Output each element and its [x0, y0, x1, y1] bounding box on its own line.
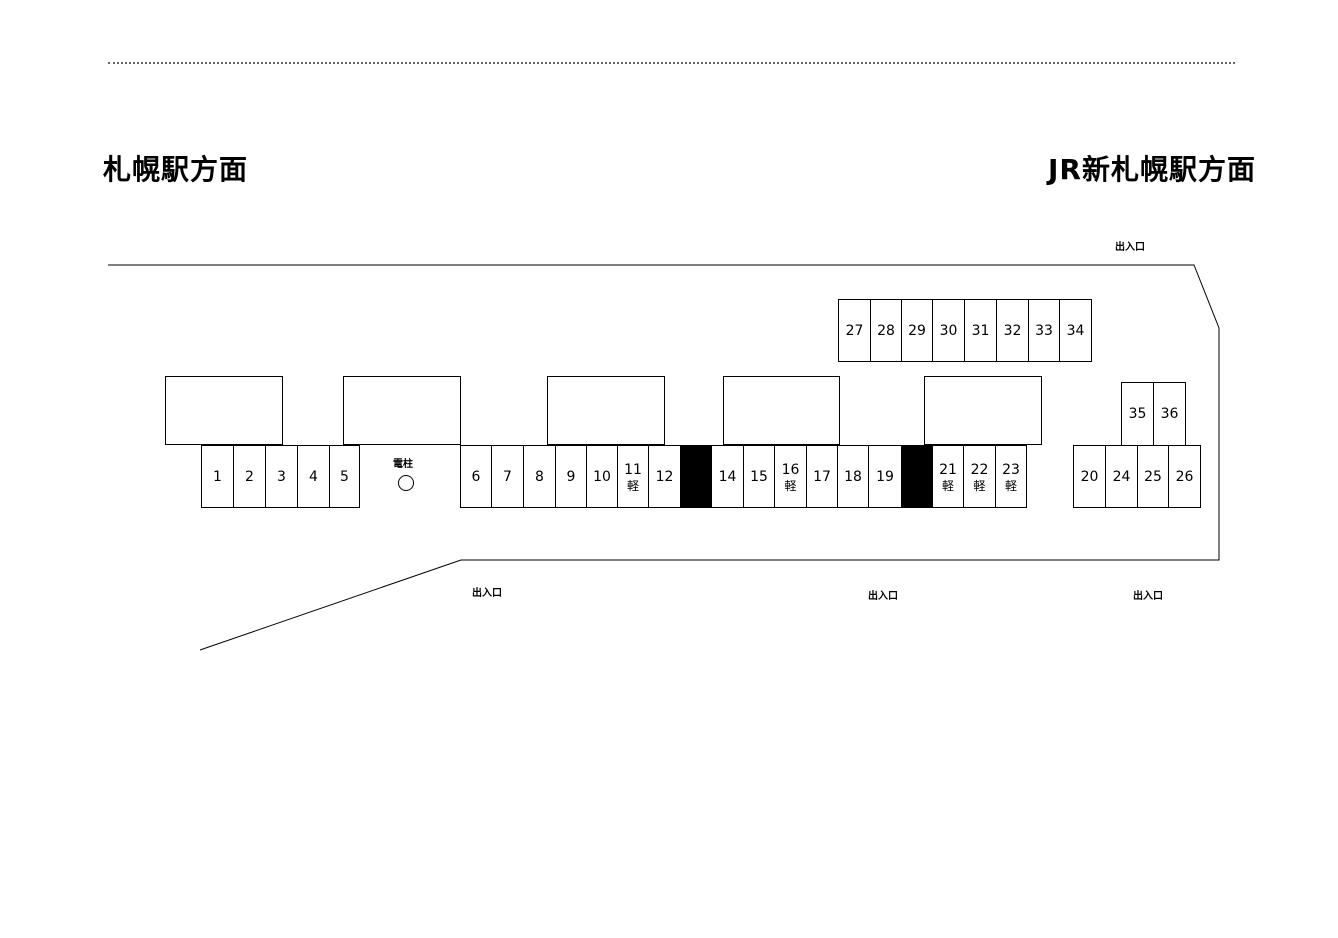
entrance-label-bottom-left: 出入口	[472, 588, 502, 599]
utility-pole-icon	[398, 475, 414, 491]
utility-pole-label: 電柱	[393, 459, 413, 470]
stall-kei-note: 軽	[626, 478, 639, 493]
blocked-stall	[680, 445, 712, 508]
stall-number: 24	[1112, 468, 1131, 485]
parking-stall: 36	[1153, 382, 1186, 446]
stall-number: 26	[1175, 468, 1194, 485]
stall-number: 23	[1002, 461, 1020, 478]
stall-number: 4	[309, 468, 318, 485]
heading-shin-sapporo-direction: JR新札幌駅方面	[1048, 153, 1256, 186]
stall-number: 1	[213, 468, 222, 485]
parking-stall: 34	[1059, 299, 1092, 362]
stall-kei-note: 軽	[784, 478, 797, 493]
parking-stall: 10	[586, 445, 618, 508]
building-3	[547, 376, 665, 445]
blocked-stall	[901, 445, 933, 508]
stall-number: 32	[1003, 322, 1022, 339]
stall-number: 19	[876, 468, 894, 485]
stall-number: 29	[908, 322, 926, 339]
parking-stall: 24	[1105, 445, 1138, 508]
heading-sapporo-direction: 札幌駅方面	[103, 153, 249, 186]
stall-number: 21	[939, 461, 957, 478]
parking-stall: 2	[233, 445, 266, 508]
parking-stall: 32	[996, 299, 1029, 362]
stall-number: 31	[971, 322, 990, 339]
stall-number: 6	[471, 468, 481, 485]
building-4	[723, 376, 840, 445]
parking-stall: 19	[868, 445, 902, 508]
stall-number: 33	[1035, 322, 1053, 339]
stall-number: 2	[245, 468, 254, 485]
stall-number: 30	[939, 322, 958, 339]
building-5	[924, 376, 1042, 445]
parking-stall: 17	[806, 445, 838, 508]
stall-kei-note: 軽	[973, 478, 986, 493]
stall-number: 28	[877, 322, 895, 339]
parking-stall: 15	[743, 445, 775, 508]
entrance-label-top-right: 出入口	[1115, 242, 1145, 253]
stall-number: 20	[1080, 468, 1099, 485]
top-border-line	[108, 62, 1235, 64]
stall-number: 25	[1144, 468, 1162, 485]
stall-number: 3	[277, 468, 286, 485]
stall-kei-note: 軽	[941, 478, 954, 493]
stall-number: 7	[503, 468, 512, 485]
stall-kei-note: 軽	[1004, 478, 1017, 493]
stall-number: 22	[970, 461, 989, 478]
stall-number: 10	[593, 468, 611, 485]
stall-number: 34	[1066, 322, 1085, 339]
stall-number: 35	[1128, 406, 1147, 422]
parking-stall: 9	[555, 445, 587, 508]
parking-stall: 20	[1073, 445, 1106, 508]
stall-number: 8	[535, 468, 544, 485]
stall-number: 15	[750, 468, 768, 485]
parking-stall: 4	[297, 445, 330, 508]
building-2	[343, 376, 461, 445]
stall-number: 5	[340, 468, 349, 485]
parking-stall: 12	[648, 445, 681, 508]
entrance-label-bottom-middle: 出入口	[868, 591, 898, 602]
stall-number: 36	[1160, 406, 1179, 422]
parking-stall: 8	[523, 445, 556, 508]
stall-number: 12	[655, 468, 674, 485]
stall-number: 16	[781, 461, 800, 478]
parking-stall: 27	[838, 299, 871, 362]
parking-stall: 3	[265, 445, 298, 508]
entrance-label-bottom-right: 出入口	[1133, 591, 1163, 602]
parking-stall: 1	[201, 445, 234, 508]
parking-stall: 35	[1121, 382, 1154, 446]
parking-stall: 33	[1028, 299, 1060, 362]
parking-stall: 6	[460, 445, 492, 508]
stall-number: 11	[624, 461, 642, 478]
parking-stall: 26	[1168, 445, 1201, 508]
parking-stall: 28	[870, 299, 902, 362]
parking-stall: 29	[901, 299, 933, 362]
parking-stall: 14	[711, 445, 744, 508]
building-1	[165, 376, 283, 445]
parking-stall: 25	[1137, 445, 1169, 508]
stall-number: 18	[844, 468, 862, 485]
stall-number: 14	[718, 468, 737, 485]
stall-number: 17	[813, 468, 831, 485]
parking-stall: 31	[964, 299, 997, 362]
parking-stall: 30	[932, 299, 965, 362]
stall-number: 27	[845, 322, 864, 339]
parking-stall: 18	[837, 445, 869, 508]
parking-stall: 5	[329, 445, 360, 508]
stall-number: 9	[566, 468, 576, 485]
parking-stall: 7	[491, 445, 524, 508]
